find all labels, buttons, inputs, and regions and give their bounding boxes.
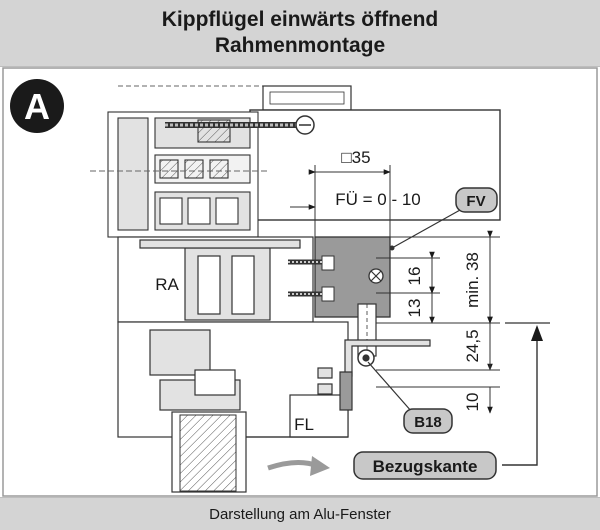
frame-screw	[165, 115, 315, 135]
b18-badge: B18	[367, 361, 453, 434]
technical-drawing: A RA FL	[2, 67, 598, 497]
ra-label: RA	[155, 275, 179, 294]
sash-profile	[117, 236, 349, 438]
bezugskante-label: Bezugskante	[373, 457, 478, 476]
section-badge: A	[10, 79, 64, 133]
dim-10-label: 10	[463, 393, 482, 412]
dim-13-label: 13	[405, 299, 424, 318]
glass-panel	[171, 411, 247, 493]
title-banner: Kippflügel einwärts öffnend Rahmenmontag…	[0, 0, 600, 67]
dim-16-label: 16	[405, 267, 424, 286]
dim-min38-label: min. 38	[463, 252, 482, 308]
reference-edge: Bezugskante	[353, 322, 550, 480]
frame-profile-upper	[107, 111, 259, 238]
hinge-pin	[317, 303, 431, 411]
dim-right-lines	[376, 230, 500, 414]
dim-24-5-label: 24,5	[463, 329, 482, 362]
fl-label: FL	[294, 415, 314, 434]
fu-range-label: FÜ = 0 - 10	[335, 190, 421, 209]
square-35-label: □35	[341, 148, 370, 167]
title-line-2: Rahmenmontage	[214, 34, 386, 57]
footer-caption: Darstellung am Alu-Fenster	[0, 497, 600, 530]
bracket-screws	[288, 259, 322, 297]
b18-label: B18	[414, 414, 442, 431]
title-line-1: Kippflügel einwärts öffnend	[161, 8, 439, 31]
fv-badge: FV	[389, 187, 498, 251]
drawing-border	[2, 67, 598, 497]
hinge-bracket	[314, 236, 391, 318]
opening-arrow	[267, 456, 330, 476]
dim-square-35	[308, 165, 391, 237]
fv-label: FV	[466, 193, 485, 210]
section-badge-letter: A	[24, 86, 50, 127]
